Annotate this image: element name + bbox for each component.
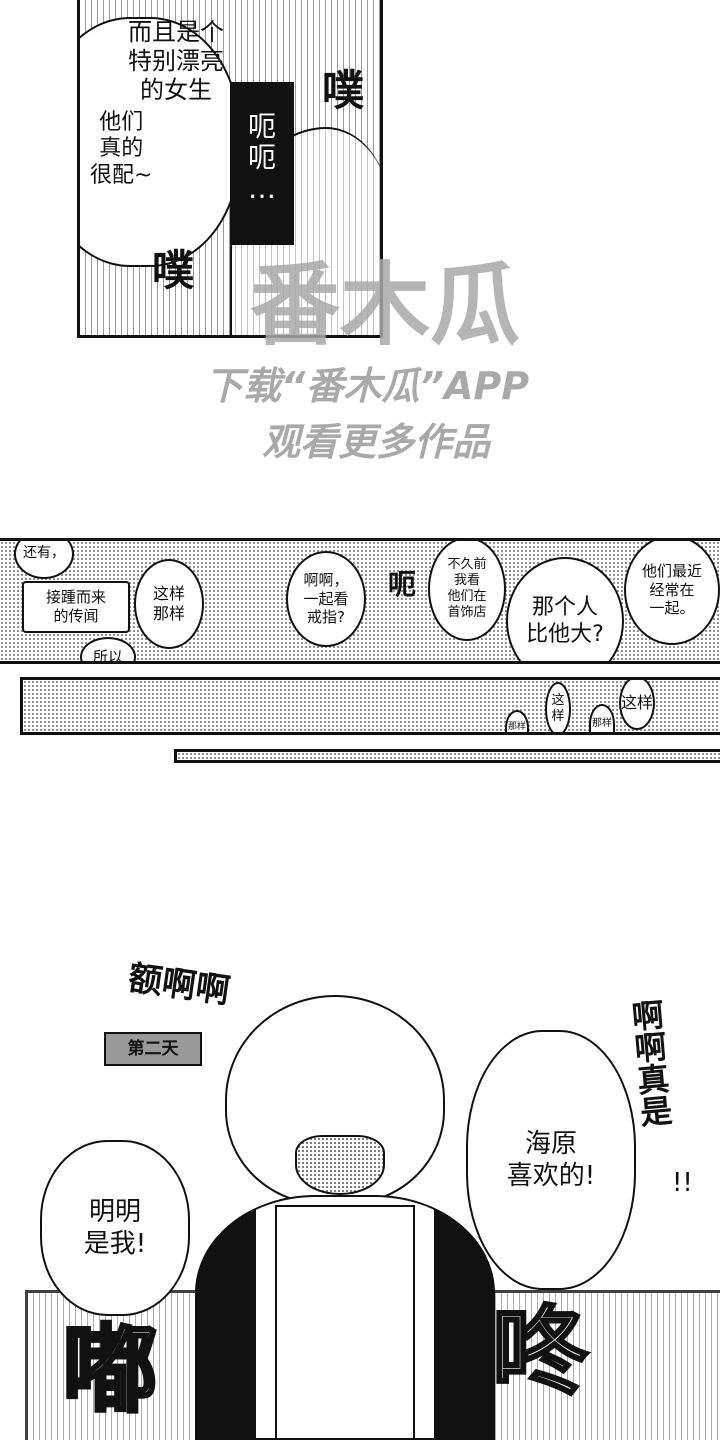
bubble-older: 那个人 比他大? [506,557,624,661]
sfx-ugh: 额啊啊 [125,958,233,1012]
sfx-pu-bottom: 噗 [152,246,195,295]
sfx-pu-top: 噗 [322,66,365,115]
caption-next-day: 第二天 [104,1032,202,1066]
bubble-this-small-1: 这样 [545,682,571,732]
bubble-this-small-2: 这样 [619,680,655,730]
bubble-this-that: 这样 那样 [134,559,204,649]
character-boy [195,995,495,1440]
bubble-together: 他们最近 经常在 一起。 [624,541,720,645]
bubble-jewelry-store: 不久前 我看 他们在 首饰店 [428,541,506,641]
bubble-ring: 啊啊， 一起看 戒指? [286,551,366,647]
watermark-line1: 下载“番木瓜”APP [205,364,530,408]
panel-rumors: 还有， 接踵而来 的传闻 这样 那样 所以 啊啊， 一起看 戒指? 呃 不久前 … [0,538,720,664]
panel-whispers: 那样 这样 那样 这样 [20,677,720,735]
sfx-really: 啊 啊 真 是 [630,995,674,1133]
bubble-that-small-2: 那样 [589,704,615,732]
bubble-its-me: 明明 是我! [40,1140,190,1316]
bubble-rumors: 接踵而来 的传闻 [22,581,130,633]
speech-bubble-large [80,17,240,267]
watermark-logo: 番木瓜 [250,253,520,358]
panel-strip [174,749,720,763]
speech-text-match: 他们 真的 很配~ [90,110,153,188]
speech-text-beautiful-girl: 而且是个 特别漂亮 的女生 [128,18,224,104]
caption-black-box: 呃 呃 … [230,82,294,245]
character-shirt [275,1205,415,1440]
sfx-dong: 咚 [491,1296,590,1408]
bubble-haibara-likes: 海原 喜欢的! [466,1030,636,1290]
bubble-so: 所以 [80,637,136,661]
panel-top [77,0,383,338]
character-mouth [295,1135,385,1195]
bubble-that-small-1: 那样 [505,710,529,732]
sfx-uh: 呃 [388,568,417,601]
bubble-also: 还有， [14,541,74,579]
sfx-du: 嘟 [61,1314,160,1426]
watermark-line2: 观看更多作品 [262,420,491,464]
sfx-exclaim: !! [672,1168,693,1198]
